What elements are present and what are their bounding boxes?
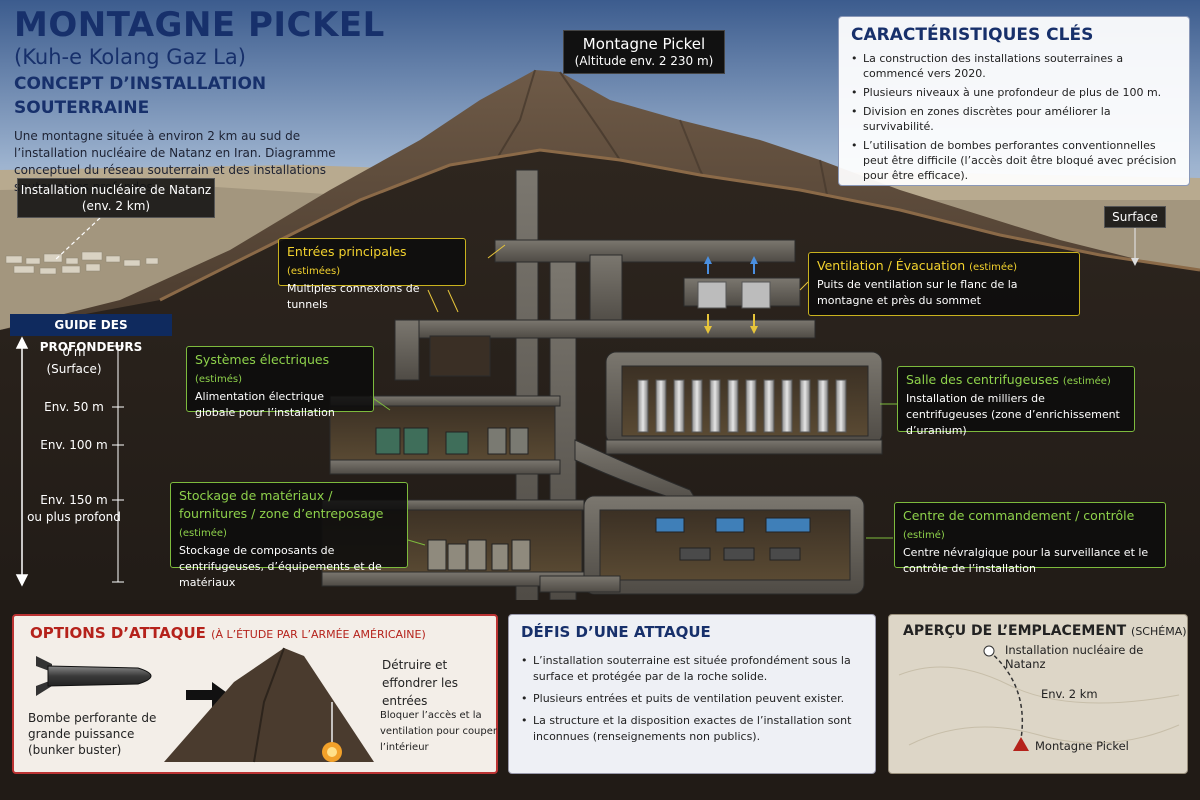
depth-level-50: Env. 50 m bbox=[14, 399, 134, 416]
location-natanz: Installation nucléaire de Natanz bbox=[1005, 643, 1144, 671]
depth-level-150: Env. 150 m ou plus profond bbox=[14, 492, 134, 526]
bomb-icon bbox=[36, 656, 152, 696]
list-item: La construction des installations souter… bbox=[851, 51, 1177, 81]
callout-electrical: Systèmes électriques (estimés) Alimentat… bbox=[186, 346, 374, 419]
peak-marker-icon bbox=[1013, 737, 1029, 751]
attack-options-title: OPTIONS D’ATTAQUE (À L’ÉTUDE PAR L’ARMÉE… bbox=[30, 624, 426, 642]
callout-title: Centre de commandement / contrôle (estim… bbox=[903, 508, 1135, 541]
callout-storage: Stockage de matériaux / fournitures / zo… bbox=[170, 482, 408, 589]
callout-text: Stockage de composants de centrifugeuses… bbox=[179, 544, 382, 589]
list-item: La structure et la disposition exactes d… bbox=[521, 713, 871, 745]
location-map bbox=[898, 645, 1180, 751]
attack-options-panel: OPTIONS D’ATTAQUE (À L’ÉTUDE PAR L’ARMÉE… bbox=[12, 614, 498, 774]
list-item: Plusieurs niveaux à une profondeur de pl… bbox=[851, 85, 1177, 100]
bomb-caption: Bombe perforante de grande puissance (bu… bbox=[28, 711, 157, 757]
peak-altitude: (Altitude env. 2 230 m) bbox=[574, 54, 714, 68]
callout-title: Stockage de matériaux / fournitures / zo… bbox=[179, 488, 384, 539]
list-item: Plusieurs entrées et puits de ventilatio… bbox=[521, 691, 871, 707]
centrifuge-array bbox=[637, 379, 847, 433]
natanz-label-name: Installation nucléaire de Natanz bbox=[20, 183, 212, 197]
location-distance: Env. 2 km bbox=[1041, 687, 1098, 701]
callout-centrifuge: Salle des centrifugeuses (estimée) Insta… bbox=[897, 366, 1135, 437]
callout-text: Centre névralgique pour la surveillance … bbox=[903, 546, 1149, 575]
depth-level-label: Env. 150 m bbox=[40, 493, 108, 507]
depth-level-label: Env. 50 m bbox=[44, 400, 104, 414]
natanz-settlement bbox=[5, 251, 159, 275]
challenges-list: L’installation souterraine est située pr… bbox=[521, 653, 871, 751]
natanz-label-distance: (env. 2 km) bbox=[81, 199, 151, 213]
mountain-strike-icon bbox=[164, 647, 374, 763]
peak-label: Montagne Pickel (Altitude env. 2 230 m) bbox=[563, 30, 725, 74]
callout-title: Systèmes électriques (estimés) bbox=[195, 352, 330, 385]
page-subtitle: (Kuh-e Kolang Gaz La) bbox=[14, 45, 246, 69]
depth-guide-title: GUIDE DES PROFONDEURS bbox=[10, 314, 172, 354]
title-block: MONTAGNE PICKEL (Kuh-e Kolang Gaz La) CO… bbox=[14, 6, 394, 196]
list-item: Division en zones discrètes pour amélior… bbox=[851, 104, 1177, 134]
depth-arrow bbox=[15, 336, 124, 587]
ventilation-arrows bbox=[704, 256, 758, 334]
depth-level-label: Env. 100 m bbox=[40, 438, 108, 452]
depth-level-label: 0 m bbox=[62, 345, 86, 359]
depth-level-100: Env. 100 m bbox=[14, 437, 134, 454]
page-title: MONTAGNE PICKEL bbox=[14, 5, 385, 45]
callout-text: Puits de ventilation sur le flanc de la … bbox=[817, 278, 1018, 307]
peak-name: Montagne Pickel bbox=[582, 35, 706, 53]
callout-text: Alimentation électrique globale pour l’i… bbox=[195, 390, 335, 419]
challenges-panel: DÉFIS D’UNE ATTAQUE L’installation soute… bbox=[508, 614, 876, 774]
depth-level-sub: ou plus profond bbox=[27, 510, 121, 524]
depth-level-sub: (Surface) bbox=[46, 362, 102, 376]
natanz-marker-icon bbox=[983, 645, 995, 657]
challenges-title: DÉFIS D’UNE ATTAQUE bbox=[521, 623, 711, 641]
key-characteristics-box: CARACTÉRISTIQUES CLÉS La construction de… bbox=[838, 16, 1190, 186]
callout-text: Installation de milliers de centrifugeus… bbox=[906, 392, 1120, 437]
callout-command: Centre de commandement / contrôle (estim… bbox=[894, 502, 1166, 575]
callout-title: Ventilation / Évacuation (estimée) bbox=[817, 258, 1018, 273]
location-overview-panel: APERÇU DE L’EMPLACEMENT (SCHÉMA) Install… bbox=[888, 614, 1188, 774]
callout-title: Entrées principales (estimées) bbox=[287, 244, 407, 277]
list-item: L’installation souterraine est située pr… bbox=[521, 653, 871, 685]
attack-text-block: Bloquer l’accès et la ventilation pour c… bbox=[380, 710, 498, 753]
callout-text: Multiples connexions de tunnels bbox=[287, 282, 420, 311]
attack-text-destroy: Détruire et effondrer les entrées bbox=[382, 658, 458, 708]
page-concept: CONCEPT D’INSTALLATION SOUTERRAINE bbox=[14, 74, 267, 118]
callout-title: Salle des centrifugeuses (estimée) bbox=[906, 372, 1111, 387]
location-overview-title: APERÇU DE L’EMPLACEMENT (SCHÉMA) bbox=[903, 623, 1187, 639]
key-characteristics-title: CARACTÉRISTIQUES CLÉS bbox=[851, 25, 1094, 45]
natanz-label: Installation nucléaire de Natanz (env. 2… bbox=[17, 178, 215, 218]
list-item: L’utilisation de bombes perforantes conv… bbox=[851, 138, 1177, 183]
surface-label: Surface bbox=[1104, 206, 1166, 228]
depth-level-0: 0 m (Surface) bbox=[14, 344, 134, 378]
callout-entrances: Entrées principales (estimées) Multiples… bbox=[278, 238, 466, 311]
callout-ventilation: Ventilation / Évacuation (estimée) Puits… bbox=[808, 252, 1080, 316]
key-characteristics-list: La construction des installations souter… bbox=[851, 51, 1177, 183]
location-peak: Montagne Pickel bbox=[1035, 739, 1129, 753]
